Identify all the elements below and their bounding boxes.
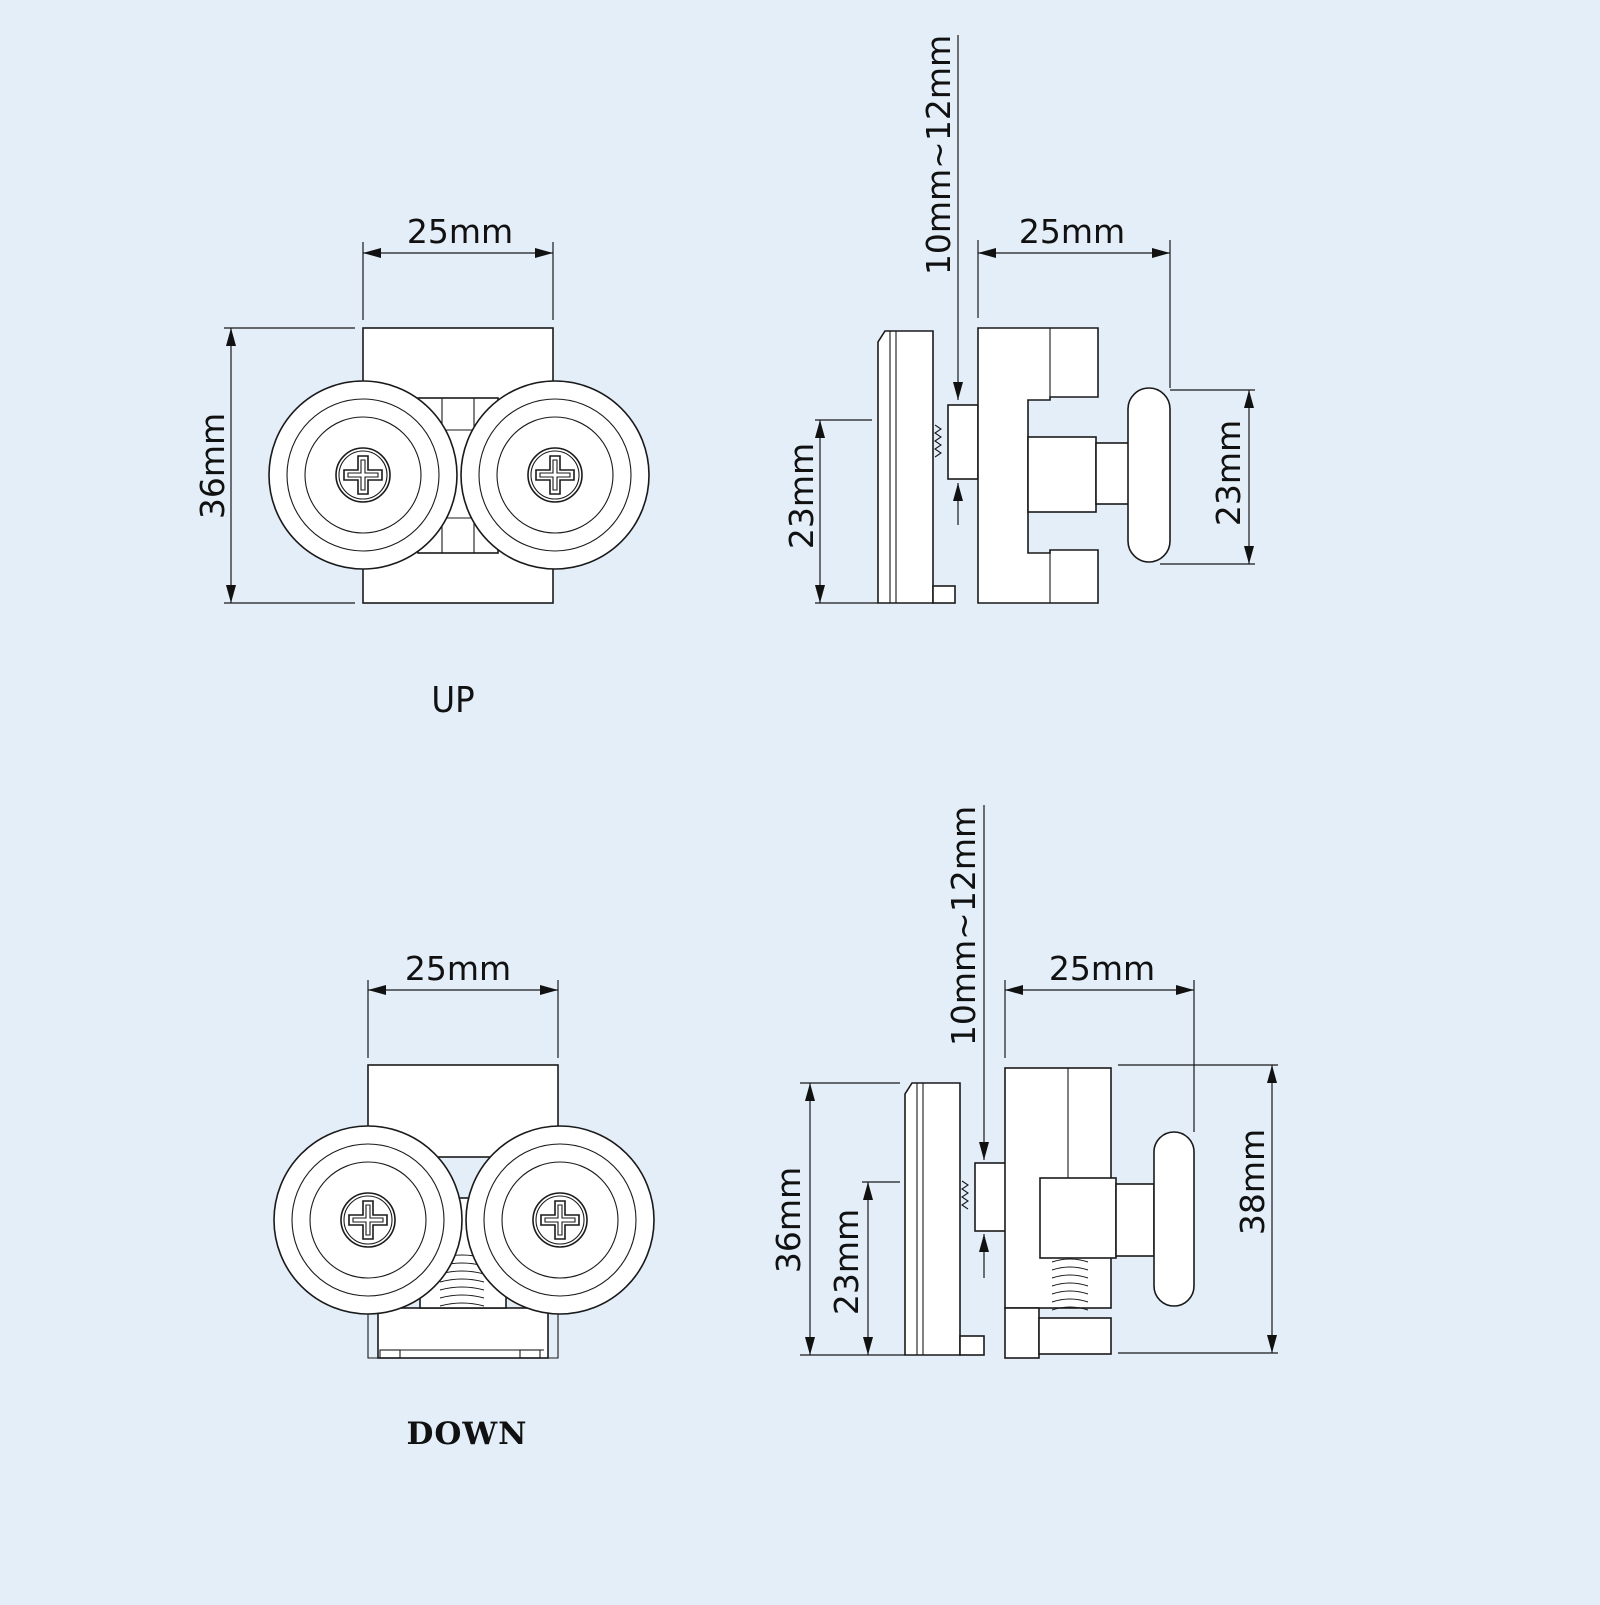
up-front-height-label: 36mm bbox=[193, 413, 232, 519]
up-side-carrier bbox=[977, 327, 1099, 604]
up-side-glass-plate bbox=[877, 330, 934, 604]
up-side-width-label: 25mm bbox=[1019, 212, 1125, 251]
down-side-glass-plate bbox=[904, 1082, 961, 1356]
down-side-bolt-block bbox=[974, 1162, 1007, 1232]
down-side-gap-label: 10mm~12mm bbox=[944, 806, 983, 1046]
down-side-axle-block bbox=[1039, 1177, 1117, 1259]
down-front-wheel-left bbox=[274, 1126, 462, 1314]
up-side-right-height-label: 23mm bbox=[1209, 420, 1248, 526]
up-front-wheel-right bbox=[461, 381, 649, 569]
up-side-axle-block bbox=[1027, 436, 1097, 513]
down-front-wheel-right bbox=[466, 1126, 654, 1314]
down-side-view: 10mm~12mm 25mm 36mm 23mm 38mm bbox=[769, 805, 1278, 1359]
down-side-total-height-label: 36mm bbox=[769, 1167, 808, 1273]
up-side-knob bbox=[1127, 387, 1171, 563]
down-side-bottom-block bbox=[1038, 1317, 1112, 1355]
up-side-bolt-block bbox=[947, 404, 979, 480]
up-label: UP bbox=[431, 680, 474, 721]
up-front-width-label: 25mm bbox=[407, 212, 513, 251]
down-label: DOWN bbox=[406, 1416, 527, 1452]
down-side-knob bbox=[1153, 1131, 1195, 1307]
up-side-gap-label: 10mm~12mm bbox=[919, 35, 958, 275]
down-front-width-label: 25mm bbox=[405, 949, 511, 988]
up-front-view: 25mm 36mm UP bbox=[193, 212, 649, 721]
down-front-view: 25mm DOWN bbox=[274, 949, 654, 1452]
up-side-left-height-label: 23mm bbox=[782, 443, 821, 549]
up-side-view: 10mm~12mm 25mm 23mm 23mm bbox=[782, 35, 1255, 604]
up-front-wheel-left bbox=[269, 381, 457, 569]
down-side-width-label: 25mm bbox=[1049, 949, 1155, 988]
down-side-inner-height-label: 23mm bbox=[827, 1209, 866, 1315]
down-side-right-height-label: 38mm bbox=[1233, 1129, 1272, 1235]
